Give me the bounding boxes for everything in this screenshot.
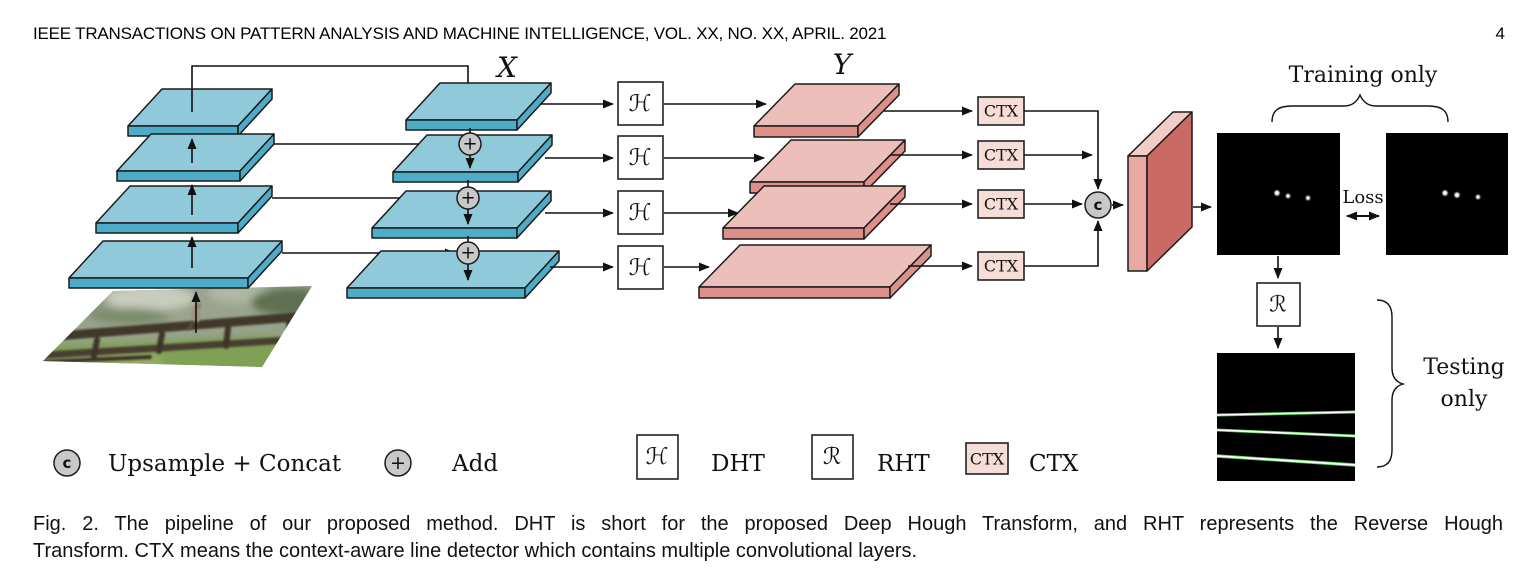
concat-legend-symbol: c: [63, 454, 72, 472]
dht-boxes: ℋ ℋ ℋ ℋ: [617, 81, 664, 290]
concat-icon: c: [1094, 196, 1103, 214]
loss-label: Loss: [1342, 187, 1383, 208]
dht-legend-symbol: ℋ: [646, 444, 669, 470]
dht-legend-box: [636, 434, 679, 480]
x-feature-stack: [346, 82, 560, 299]
dht-to-y-arrows: [664, 99, 767, 272]
ctx-box: [977, 140, 1025, 170]
add-legend-symbol: +: [390, 452, 406, 474]
dht-box: [617, 135, 664, 180]
figure-legend: c Upsample + Concat + Add ℋ DHT ℛ RHT CT…: [53, 434, 1079, 480]
y-to-ctx-arrows: [884, 106, 973, 271]
dht-symbol: ℋ: [629, 145, 652, 171]
ctx-box: [977, 189, 1025, 219]
testing-only-label-line1: Testing: [1423, 355, 1504, 380]
add-icon: +: [462, 134, 477, 155]
fence-rails: [43, 311, 312, 364]
x-to-dht-arrows: [540, 99, 614, 272]
testing-brace: [1376, 299, 1406, 468]
training-brace: [1271, 93, 1449, 123]
dht-legend-label: DHT: [711, 451, 765, 477]
add-icon: +: [460, 243, 475, 264]
training-only-label: Training only: [1289, 63, 1438, 88]
detected-lines: [1216, 410, 1356, 467]
ctx-box: [977, 96, 1025, 126]
dht-symbol: ℋ: [629, 200, 652, 226]
add-legend-icon: [384, 449, 412, 477]
ctx-box-label: CTX: [984, 257, 1019, 276]
add-nodes: + + +: [456, 128, 482, 281]
ctx-to-concat-routing: [1024, 110, 1103, 267]
concat-legend-icon: [53, 449, 81, 477]
add-legend-label: Add: [451, 451, 498, 477]
y-feature-stack: [698, 83, 932, 299]
caption-line-1: Fig. 2. The pipeline of our proposed met…: [33, 513, 1503, 535]
add-node: [456, 186, 480, 210]
y-stack-label: Y: [833, 48, 854, 81]
ctx-box-label: CTX: [984, 195, 1019, 214]
rht-legend-box: [811, 434, 854, 480]
dht-symbol: ℋ: [629, 91, 652, 117]
concat-node: c: [1084, 191, 1112, 219]
dht-box: [617, 245, 664, 290]
page-number: 4: [1495, 24, 1505, 43]
backbone-feature-stack: [68, 88, 283, 289]
dht-box: [617, 190, 664, 235]
conv-block: [1127, 111, 1193, 272]
ctx-boxes: CTX CTX CTX CTX: [977, 96, 1025, 281]
x-stack-label: X: [495, 51, 518, 84]
ctx-legend-box: [965, 442, 1009, 475]
caption-line-2: Transform. CTX means the context-aware l…: [33, 540, 918, 562]
add-node: [458, 132, 482, 156]
predicted-hough-points: [1274, 190, 1311, 201]
ctx-legend-symbol: CTX: [970, 450, 1005, 469]
add-node: [456, 241, 480, 265]
gt-hough-points: [1442, 190, 1481, 200]
concat-legend-label: Upsample + Concat: [108, 451, 342, 477]
journal-header: IEEE TRANSACTIONS ON PATTERN ANALYSIS AN…: [33, 24, 887, 43]
dht-box: [617, 81, 664, 126]
add-icon: +: [460, 188, 475, 209]
ctx-box-label: CTX: [984, 146, 1019, 165]
figure-caption: Fig. 2. The pipeline of our proposed met…: [33, 511, 1503, 565]
input-image: [43, 286, 312, 367]
ctx-box-label: CTX: [984, 102, 1019, 121]
testing-only-label-line2: only: [1441, 387, 1488, 412]
rht-box: [1256, 282, 1301, 327]
dht-symbol: ℋ: [629, 255, 652, 281]
rht-symbol: ℛ: [1269, 293, 1287, 318]
ctx-legend-label: CTX: [1029, 451, 1079, 477]
rht-legend-label: RHT: [877, 451, 930, 477]
rht-legend-symbol: ℛ: [823, 444, 841, 470]
